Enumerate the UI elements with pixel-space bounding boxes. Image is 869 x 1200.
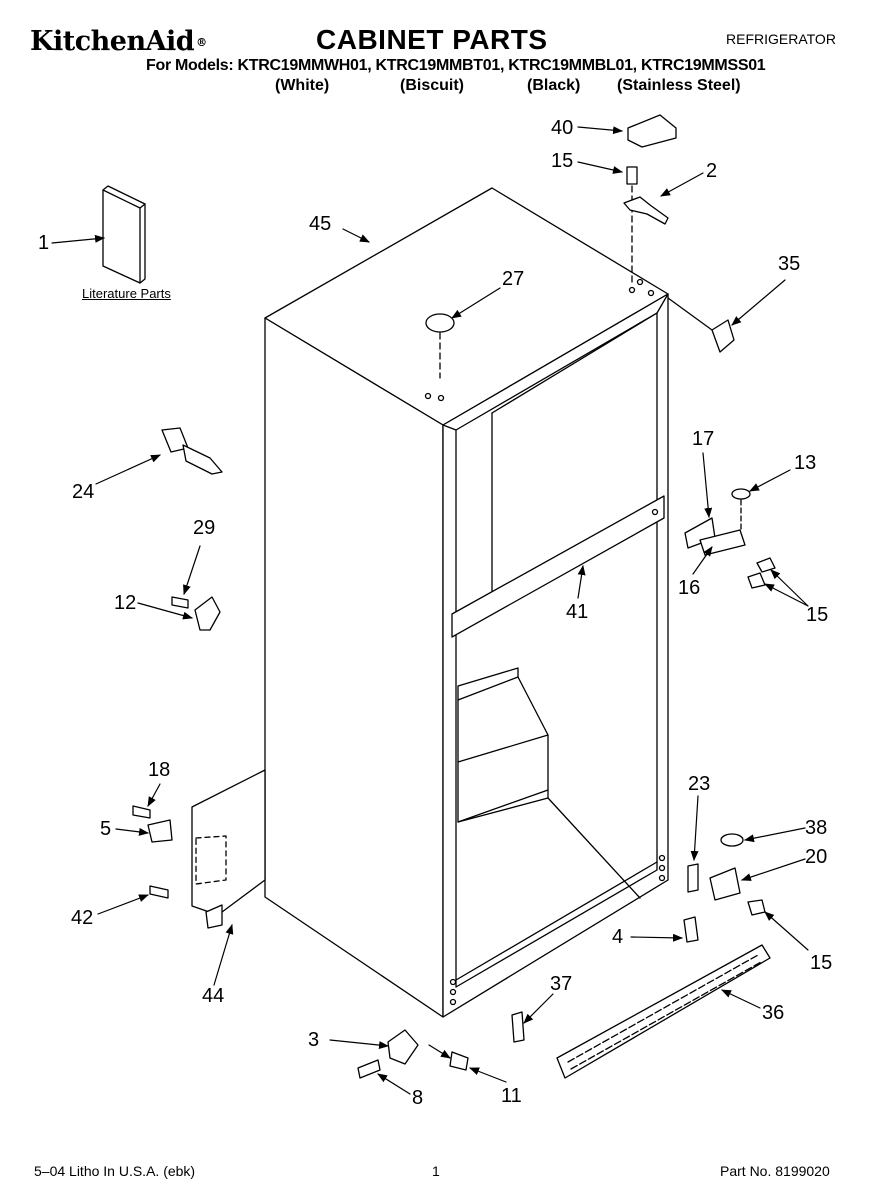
part-16-17-center-hinge <box>684 488 776 589</box>
part-44-toe-grille-bracket <box>132 769 266 929</box>
callout-4: 4 <box>612 926 624 948</box>
literature-parts-label: Literature Parts <box>82 286 171 301</box>
part-35-leader <box>667 297 713 331</box>
variant-black: (Black) <box>527 77 581 94</box>
callout-42: 42 <box>71 907 94 929</box>
part-37-clip <box>511 1011 525 1043</box>
callout-3: 3 <box>308 1029 320 1051</box>
callout-27: 27 <box>502 268 525 290</box>
callout-17: 17 <box>692 428 715 450</box>
callout-8: 8 <box>412 1087 424 1109</box>
callout-1: 1 <box>38 232 50 254</box>
callout-18: 18 <box>148 759 171 781</box>
variant-white: (White) <box>275 77 330 94</box>
page-title: CABINET PARTS <box>316 24 548 55</box>
callout-13: 13 <box>794 452 817 474</box>
part-36-toe-grille <box>556 944 771 1079</box>
callout-leaders <box>51 126 809 1095</box>
product-type: REFRIGERATOR <box>726 31 836 47</box>
part-27-plug <box>425 313 455 379</box>
callout-2: 2 <box>706 160 718 182</box>
part-number: Part No. 8199020 <box>720 1163 830 1179</box>
part-4-clip <box>683 916 699 943</box>
callout-41: 41 <box>566 601 589 623</box>
page-number: 1 <box>432 1163 440 1179</box>
variant-stainless: (Stainless Steel) <box>617 77 741 94</box>
part-23-hinge-plate <box>687 863 699 893</box>
callout-35: 35 <box>778 253 801 275</box>
variant-biscuit: (Biscuit) <box>400 77 464 94</box>
refrigerator-cabinet <box>264 187 669 1018</box>
callout-15-lower: 15 <box>810 952 833 974</box>
part-24-door-stop <box>161 427 223 475</box>
models-line: For Models: KTRC19MMWH01, KTRC19MMBT01, … <box>146 57 766 74</box>
callout-23: 23 <box>688 773 711 795</box>
part-2-top-hinge <box>623 166 669 286</box>
callout-15-middle: 15 <box>806 604 829 626</box>
callout-15-top: 15 <box>551 150 574 172</box>
callout-40: 40 <box>551 117 574 139</box>
callout-29: 29 <box>193 517 216 539</box>
callout-36: 36 <box>762 1002 785 1024</box>
callout-45: 45 <box>309 213 332 235</box>
footer-print-info: 5–04 Litho In U.S.A. (ebk) <box>34 1163 196 1179</box>
part-35-hinge-cover <box>711 319 735 353</box>
callout-38: 38 <box>805 817 828 839</box>
brand-logo: KitchenAid® <box>30 26 207 57</box>
callout-16: 16 <box>678 577 701 599</box>
literature-booklet <box>102 185 146 284</box>
callout-37: 37 <box>550 973 573 995</box>
callout-24: 24 <box>72 481 95 503</box>
part-40-trim-cap <box>627 114 677 148</box>
callout-20: 20 <box>805 846 828 868</box>
callout-12: 12 <box>114 592 137 614</box>
part-12-bracket <box>171 596 221 631</box>
callout-5: 5 <box>100 818 112 840</box>
part-3-roller <box>357 1029 469 1079</box>
part-20-lower-hinge <box>709 833 766 916</box>
callout-44: 44 <box>202 985 225 1007</box>
callout-11: 11 <box>501 1085 522 1107</box>
